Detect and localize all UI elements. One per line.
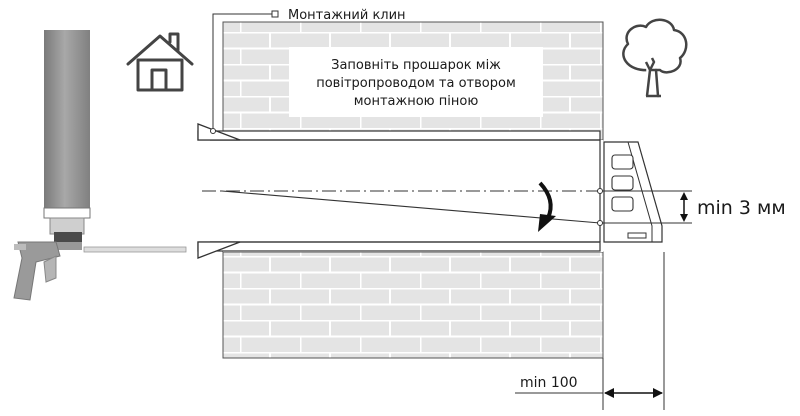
instruction-box: Заповніть прошарок між повітропроводом т… <box>289 47 543 117</box>
min-offset-dimension: min 100 <box>515 252 665 410</box>
min-gap-dimension: min 3 мм <box>602 190 786 224</box>
slope-line <box>221 190 601 224</box>
wedge-marker <box>210 128 216 134</box>
min-gap-label: min 3 мм <box>697 197 786 219</box>
foam-gun-icon <box>13 30 187 301</box>
foam-can <box>44 30 90 208</box>
tree-icon <box>622 18 688 98</box>
instruction-line-3: монтажною піною <box>354 94 479 109</box>
vent-grille-icon <box>597 141 663 243</box>
air-duct <box>197 130 601 252</box>
wedge-callout: Монтажний клин <box>212 8 406 128</box>
min-offset-label: min 100 <box>520 375 578 391</box>
instruction-line-1: Заповніть прошарок між <box>331 58 501 73</box>
mounting-wedge-top <box>197 123 241 141</box>
rotate-arrow-icon <box>538 181 556 232</box>
wall <box>222 21 604 359</box>
instruction-line-2: повітропроводом та отвором <box>316 76 516 91</box>
mounting-wedge-bottom <box>197 241 241 259</box>
wedge-label: Монтажний клин <box>288 8 406 23</box>
house-icon <box>126 32 194 92</box>
wall-bottom <box>222 251 604 359</box>
